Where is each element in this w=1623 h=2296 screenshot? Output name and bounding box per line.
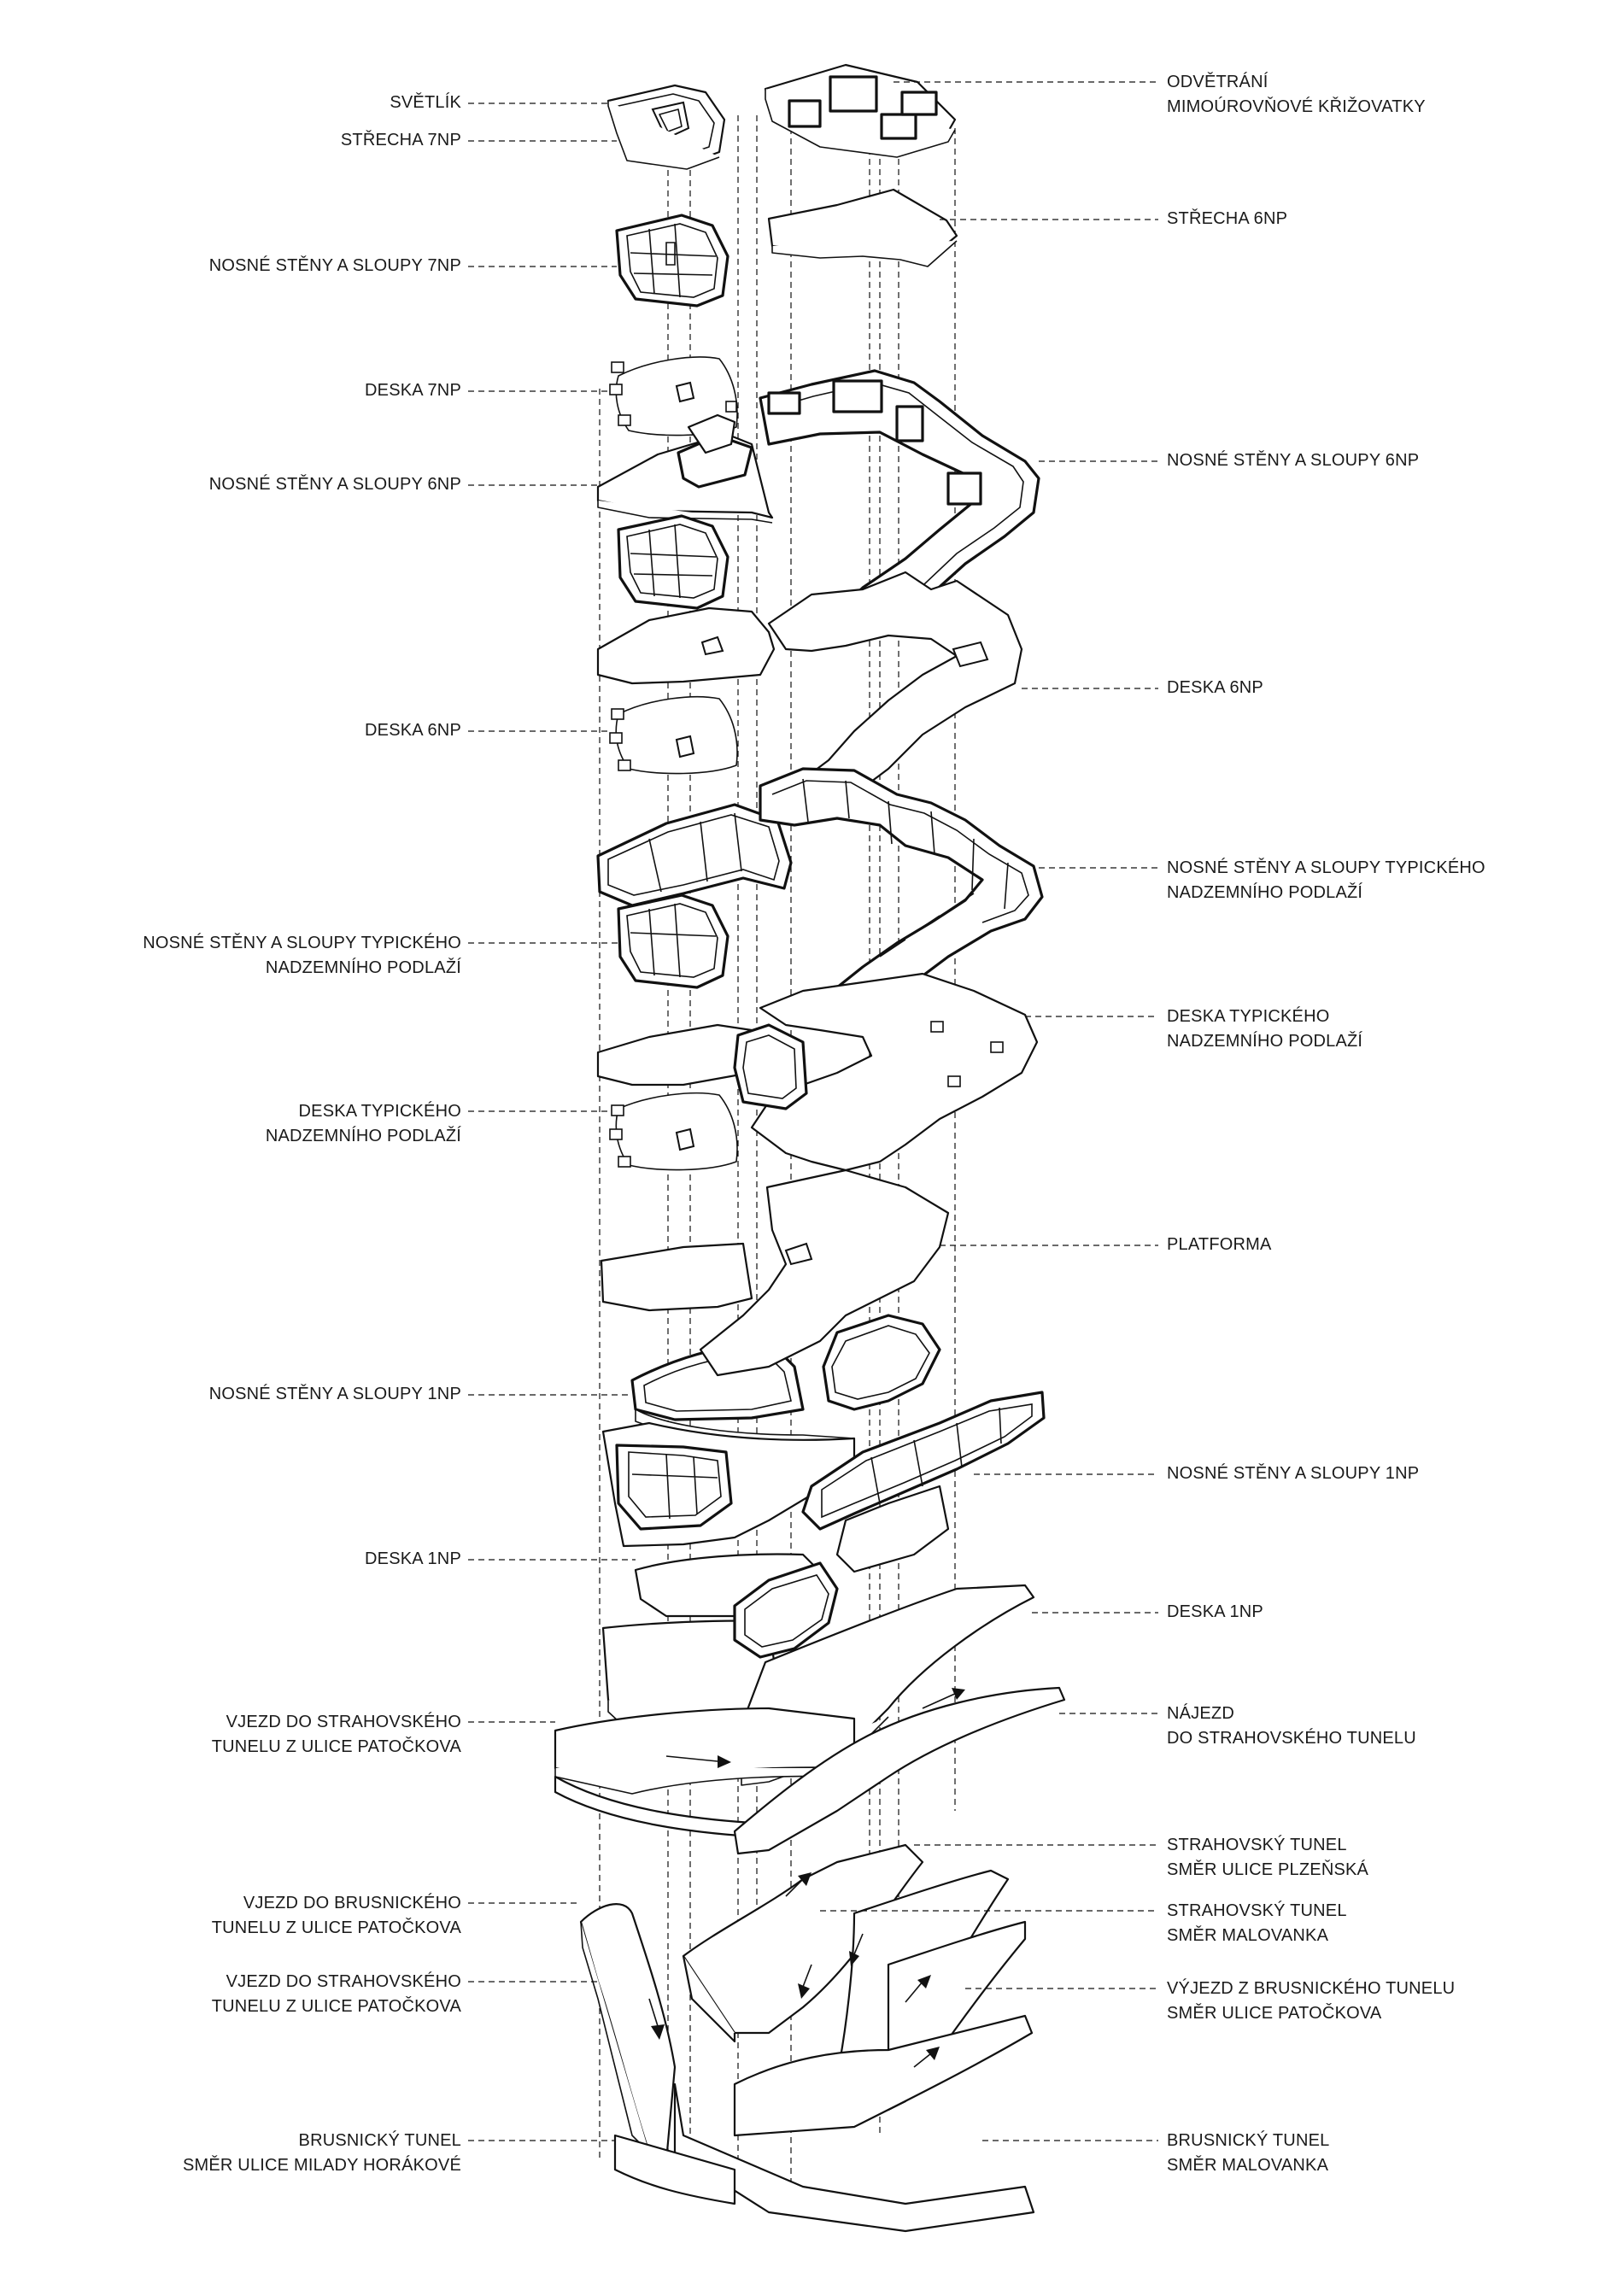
tunnels-lower <box>579 1843 1035 2233</box>
slab-7np-left <box>609 356 738 436</box>
label-nosne-steny-7np: NOSNÉ STĚNY A SLOUPY 7NP <box>208 256 461 275</box>
label-strecha-7np: STŘECHA 7NP <box>340 131 461 149</box>
label-svetlik: SVĚTLÍK <box>390 93 461 112</box>
label-deska-1np-right: DESKA 1NP <box>1167 1602 1263 1621</box>
label-deska-typicke-right: DESKA TYPICKÉHO NADZEMNÍHO PODLAŽÍ <box>1167 1007 1363 1051</box>
label-brusnicky-malovanka: BRUSNICKÝ TUNEL SMĚR MALOVANKA <box>1167 2131 1330 2175</box>
slab-6np-left-outline <box>609 695 738 775</box>
label-deska-7np: DESKA 7NP <box>365 381 461 400</box>
label-vyjezd-brusnice: VÝJEZD Z BRUSNICKÉHO TUNELU SMĚR ULICE P… <box>1167 1979 1456 2023</box>
platform-right <box>699 1168 950 1377</box>
roof-6np-right <box>767 188 958 267</box>
label-nosne-steny-typicke-right: NOSNÉ STĚNY A SLOUPY TYPICKÉHO NADZEMNÍH… <box>1167 858 1485 902</box>
label-nosne-steny-1np-right: NOSNÉ STĚNY A SLOUPY 1NP <box>1167 1464 1420 1483</box>
walls-1np-right <box>733 1314 1046 1659</box>
label-odvetrani: ODVĚTRÁNÍ MIMOÚROVŇOVÉ KŘIŽOVATKY <box>1167 73 1426 116</box>
label-nosne-steny-6np: NOSNÉ STĚNY A SLOUPY 6NP <box>208 475 461 494</box>
label-nosne-steny-6np-right: NOSNÉ STĚNY A SLOUPY 6NP <box>1167 451 1420 470</box>
slab-6np-left <box>596 606 776 685</box>
platform-left <box>600 1242 753 1312</box>
slab-typical-left <box>596 1023 770 1171</box>
label-strahovsky-malovanka: STRAHOVSKÝ TUNEL SMĚR MALOVANKA <box>1167 1901 1347 1945</box>
ventilation-right <box>764 63 957 158</box>
label-nosne-steny-typicke: NOSNÉ STĚNY A SLOUPY TYPICKÉHO NADZEMNÍH… <box>143 934 461 977</box>
slab-1np-left <box>601 1421 856 1548</box>
label-deska-typicke: DESKA TYPICKÉHO NADZEMNÍHO PODLAŽÍ <box>265 1102 461 1145</box>
label-vjezd-brusnice: VJEZD DO BRUSNICKÉHO TUNELU Z ULICE PATO… <box>211 1894 461 1937</box>
label-platforma: PLATFORMA <box>1167 1235 1272 1254</box>
label-deska-6np-right: DESKA 6NP <box>1167 678 1263 697</box>
label-vjezd-strahov-1: VJEZD DO STRAHOVSKÉHO TUNELU Z ULICE PAT… <box>211 1713 461 1756</box>
walls-typical-right <box>759 767 1044 1001</box>
label-deska-6np: DESKA 6NP <box>365 721 461 740</box>
walls-typical-left <box>596 803 793 989</box>
label-strecha-6np: STŘECHA 6NP <box>1167 209 1288 228</box>
roof-7np-left <box>606 84 726 170</box>
leader-lines <box>468 81 1158 2141</box>
label-strahovsky-plzenska: STRAHOVSKÝ TUNEL SMĚR ULICE PLZEŇSKÁ <box>1167 1836 1369 1879</box>
walls-7np-left <box>615 214 729 308</box>
label-vjezd-strahov-2: VJEZD DO STRAHOVSKÉHO TUNELU Z ULICE PAT… <box>211 1972 461 2016</box>
ramp-strahov <box>733 1686 1066 1855</box>
label-nosne-steny-1np: NOSNÉ STĚNY A SLOUPY 1NP <box>208 1385 461 1403</box>
slab-typical-right <box>733 972 1039 1172</box>
label-najezd: NÁJEZD DO STRAHOVSKÉHO TUNELU <box>1167 1704 1416 1748</box>
label-brusnicky-horakove: BRUSNICKÝ TUNEL SMĚR ULICE MILADY HORÁKO… <box>182 2131 461 2175</box>
label-deska-1np: DESKA 1NP <box>365 1549 461 1568</box>
